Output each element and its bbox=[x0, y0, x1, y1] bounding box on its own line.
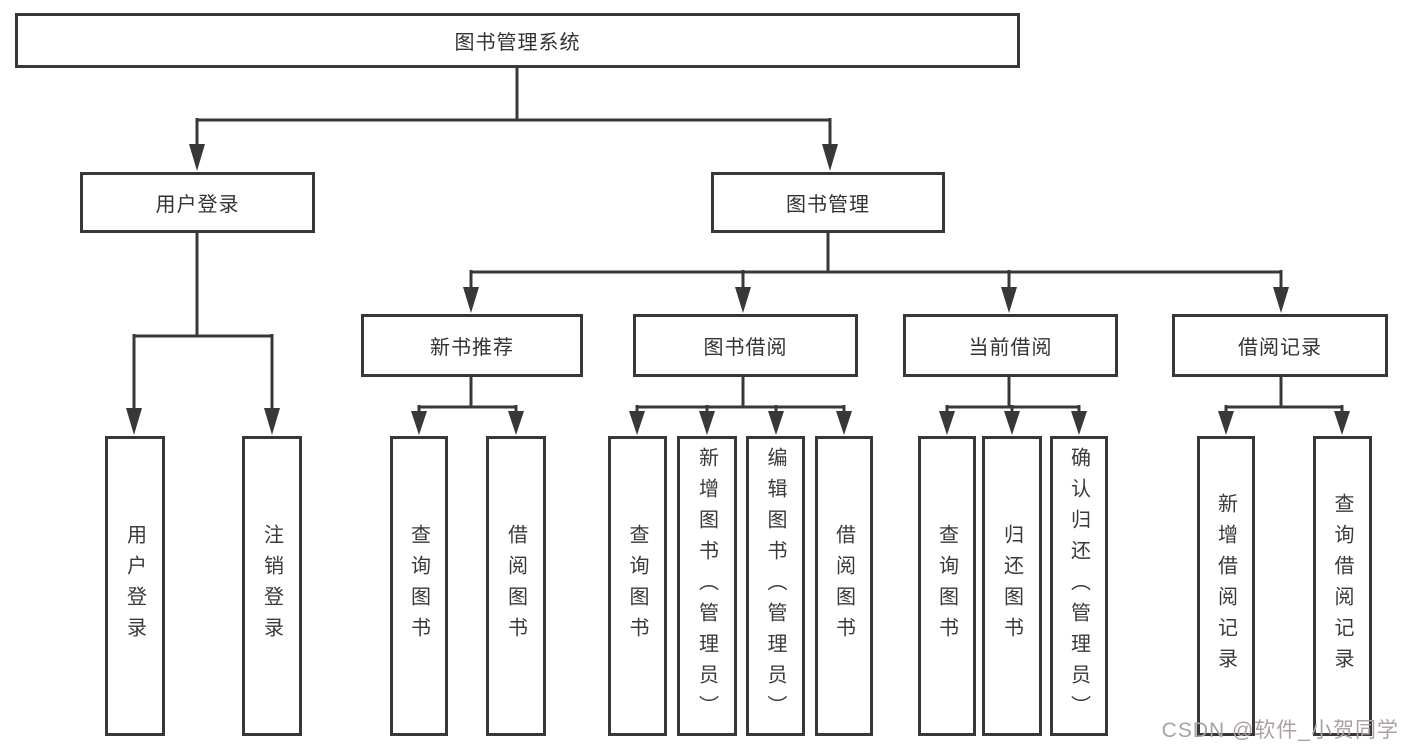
node-new-book-recommend: 新书推荐 bbox=[361, 314, 583, 377]
node-current-borrow: 当前借阅 bbox=[903, 314, 1118, 377]
leaf-record-add: 新增借阅记录 bbox=[1197, 436, 1255, 736]
arrowheads bbox=[126, 144, 1350, 435]
node-borrow-records: 借阅记录 bbox=[1172, 314, 1388, 377]
node-current-borrow-label: 当前借阅 bbox=[968, 337, 1053, 359]
node-new-book-recommend-label: 新书推荐 bbox=[430, 337, 514, 359]
leaf-record-add-label: 新增借阅记录 bbox=[1214, 493, 1237, 679]
leaf-current-query-books: 查询图书 bbox=[918, 436, 976, 736]
node-book-borrow-label: 图书借阅 bbox=[703, 337, 788, 359]
leaf-newbook-borrow-books: 借阅图书 bbox=[486, 436, 546, 736]
node-borrow-records-label: 借阅记录 bbox=[1238, 337, 1322, 359]
node-root-label: 图书管理系统 bbox=[454, 32, 581, 54]
leaf-newbook-query-books-label: 查询图书 bbox=[407, 524, 430, 648]
leaf-borrow-borrow-books-label: 借阅图书 bbox=[832, 524, 855, 648]
leaf-user-login-label: 用户登录 bbox=[123, 524, 146, 648]
node-book-management-label: 图书管理 bbox=[786, 194, 870, 216]
leaf-borrow-add-books-admin-label: 新增图书（管理员） bbox=[695, 446, 718, 726]
leaf-record-query-label: 查询借阅记录 bbox=[1331, 493, 1353, 679]
leaf-current-return-books-label: 归还图书 bbox=[1000, 524, 1023, 648]
leaf-newbook-query-books: 查询图书 bbox=[390, 436, 448, 736]
leaf-current-confirm-return-admin-label: 确认归还（管理员） bbox=[1067, 446, 1090, 726]
leaf-logout: 注销登录 bbox=[242, 436, 302, 736]
node-user-login: 用户登录 bbox=[80, 172, 315, 233]
leaf-record-query: 查询借阅记录 bbox=[1313, 436, 1372, 736]
leaf-borrow-edit-books-admin: 编辑图书（管理员） bbox=[746, 436, 805, 736]
leaf-logout-label: 注销登录 bbox=[260, 524, 283, 648]
leaf-borrow-query-books-label: 查询图书 bbox=[626, 524, 648, 648]
leaf-current-query-books-label: 查询图书 bbox=[935, 524, 958, 648]
leaf-current-confirm-return-admin: 确认归还（管理员） bbox=[1050, 436, 1108, 736]
leaf-current-return-books: 归还图书 bbox=[982, 436, 1042, 736]
node-book-borrow: 图书借阅 bbox=[633, 314, 858, 377]
watermark: CSDN @软件_小贺同学 bbox=[1161, 719, 1399, 742]
leaf-borrow-borrow-books: 借阅图书 bbox=[815, 436, 873, 736]
leaf-borrow-edit-books-admin-label: 编辑图书（管理员） bbox=[764, 446, 786, 726]
node-root-system: 图书管理系统 bbox=[15, 13, 1020, 68]
node-user-login-label: 用户登录 bbox=[155, 194, 240, 216]
leaf-user-login: 用户登录 bbox=[105, 436, 165, 736]
leaf-borrow-add-books-admin: 新增图书（管理员） bbox=[677, 436, 737, 736]
node-book-management: 图书管理 bbox=[711, 172, 945, 233]
leaf-borrow-query-books: 查询图书 bbox=[608, 436, 667, 736]
leaf-newbook-borrow-books-label: 借阅图书 bbox=[504, 524, 527, 648]
